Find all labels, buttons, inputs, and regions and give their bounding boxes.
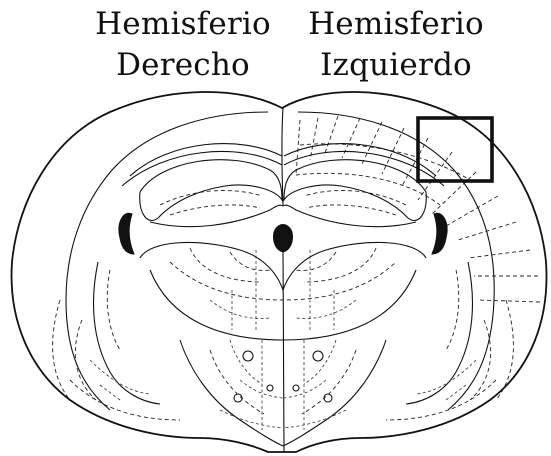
cortex-inner-boundary-right	[66, 112, 268, 410]
hippocampus-structures	[122, 144, 444, 227]
midline-lower	[283, 250, 284, 452]
ventricles	[119, 213, 447, 254]
brain-outer-outline	[12, 92, 547, 452]
midline	[282, 108, 283, 205]
cortex-inner-boundary-left	[298, 112, 494, 410]
